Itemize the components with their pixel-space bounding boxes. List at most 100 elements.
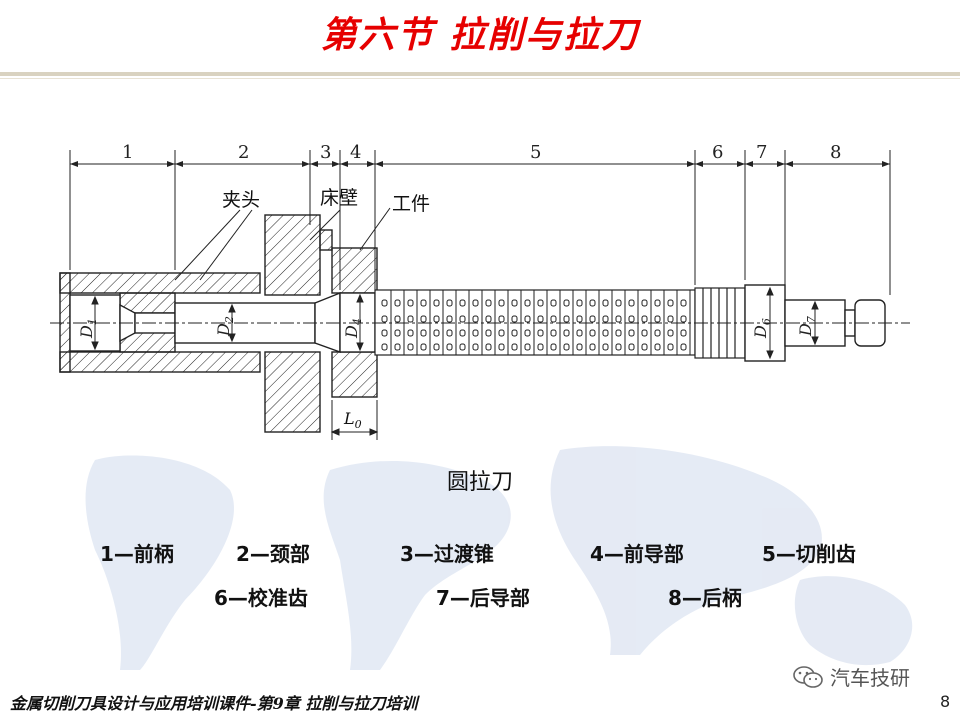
dimension-arrows xyxy=(70,161,890,167)
tooth-slot xyxy=(485,343,492,351)
tooth-slot xyxy=(446,343,453,351)
tooth-slot xyxy=(654,329,661,337)
tooth-slot xyxy=(446,315,453,323)
tooth-slot xyxy=(433,315,440,323)
l0-dimension xyxy=(330,400,379,440)
tooth-slot xyxy=(394,299,401,307)
tooth-slot xyxy=(485,329,492,337)
segment-number-5: 5 xyxy=(530,142,541,163)
segment-number-4: 4 xyxy=(350,142,361,163)
tooth-slot xyxy=(550,299,557,307)
tooth-slot xyxy=(537,299,544,307)
tooth-slot xyxy=(680,315,687,323)
tooth-slot xyxy=(446,329,453,337)
slide-title: 第六节 拉削与拉刀 xyxy=(320,14,640,56)
background-map xyxy=(85,446,913,670)
tooth-slot xyxy=(472,343,479,351)
tooth-slot xyxy=(459,329,466,337)
tooth-slot xyxy=(472,299,479,307)
tooth-slot xyxy=(407,343,414,351)
tooth-slot xyxy=(602,299,609,307)
tooth-slot xyxy=(667,315,674,323)
tooth-slot xyxy=(407,315,414,323)
tooth-slot xyxy=(472,315,479,323)
tooth-slot xyxy=(420,343,427,351)
tooth-slot xyxy=(420,315,427,323)
tooth-slot xyxy=(511,315,518,323)
tooth-slot xyxy=(394,329,401,337)
segment-number-1: 1 xyxy=(122,142,133,163)
tooth-slot xyxy=(498,299,505,307)
watermark-text: 汽车技研 xyxy=(830,666,910,690)
tooth-slot xyxy=(381,343,388,351)
tooth-slot xyxy=(641,315,648,323)
tooth-slot xyxy=(654,343,661,351)
tooth-slot xyxy=(628,315,635,323)
tooth-slot xyxy=(628,299,635,307)
tooth-slot xyxy=(680,343,687,351)
tooth-slot xyxy=(550,343,557,351)
diameter-label-d1: D1 xyxy=(77,318,99,339)
tooth-slot xyxy=(563,329,570,337)
tooth-slot xyxy=(537,329,544,337)
figure-caption: 圆拉刀 xyxy=(446,470,513,495)
tooth-slot xyxy=(563,343,570,351)
bed-wall-label: 床壁 xyxy=(320,187,358,209)
tooth-slot xyxy=(459,343,466,351)
tooth-slot xyxy=(576,329,583,337)
tooth-slot xyxy=(602,315,609,323)
tooth-slot xyxy=(550,315,557,323)
callout-leaders xyxy=(174,207,391,281)
tooth-slot xyxy=(576,299,583,307)
bed-wall xyxy=(264,214,333,433)
tooth-slot xyxy=(459,299,466,307)
tooth-slot xyxy=(407,299,414,307)
segment-number-7: 7 xyxy=(756,142,767,163)
broach-diagram: 1 2 3 4 5 6 7 8 xyxy=(50,142,910,440)
tooth-slot xyxy=(433,329,440,337)
segment-number-2: 2 xyxy=(238,142,249,163)
diameter-label-d6: D6 xyxy=(751,318,773,339)
tooth-slot xyxy=(485,315,492,323)
tooth-slot xyxy=(537,343,544,351)
tooth-slot xyxy=(498,329,505,337)
tooth-slot xyxy=(394,343,401,351)
wechat-icon xyxy=(793,665,823,688)
tooth-slot xyxy=(459,315,466,323)
tooth-slot xyxy=(524,343,531,351)
tooth-slot xyxy=(537,315,544,323)
legend-item-front-guide: 4—前导部 xyxy=(590,542,684,566)
tooth-slot xyxy=(472,329,479,337)
segment-number-3: 3 xyxy=(320,142,331,163)
dimension-extension-lines xyxy=(69,150,891,295)
tooth-slot xyxy=(511,299,518,307)
tooth-slot xyxy=(433,299,440,307)
diameter-label-d2: D2 xyxy=(214,316,236,337)
tooth-slot xyxy=(615,329,622,337)
workpiece xyxy=(331,247,378,398)
tooth-slot xyxy=(498,343,505,351)
tooth-slot xyxy=(550,329,557,337)
diameter-label-d4: D4 xyxy=(342,318,364,339)
legend-item-neck: 2—颈部 xyxy=(236,542,310,566)
tooth-slot xyxy=(433,343,440,351)
tooth-slot xyxy=(511,343,518,351)
tooth-slot xyxy=(524,315,531,323)
chuck-label: 夹头 xyxy=(222,189,260,211)
legend-item-front-shank: 1—前柄 xyxy=(100,542,174,566)
tooth-slot xyxy=(563,299,570,307)
tooth-slot xyxy=(680,299,687,307)
tooth-slot xyxy=(641,343,648,351)
tooth-slot xyxy=(524,299,531,307)
tooth-slot xyxy=(680,329,687,337)
tooth-slot xyxy=(602,343,609,351)
tooth-slot xyxy=(641,299,648,307)
tooth-slot xyxy=(381,329,388,337)
segment-number-8: 8 xyxy=(830,142,841,163)
title-divider-thin xyxy=(0,78,960,79)
diameter-arrows xyxy=(91,286,819,360)
tooth-slot xyxy=(498,315,505,323)
tooth-slot xyxy=(524,329,531,337)
tooth-slot xyxy=(589,299,596,307)
tooth-slot xyxy=(589,329,596,337)
